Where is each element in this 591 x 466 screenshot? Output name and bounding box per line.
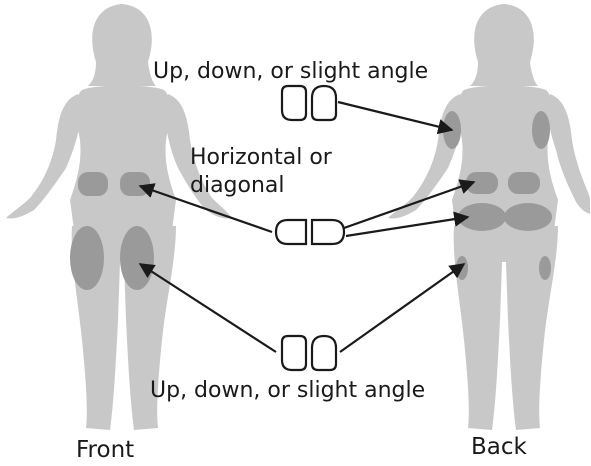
back-thigh-right-site bbox=[539, 256, 551, 280]
upper-orientation-label: Up, down, or slight angle bbox=[153, 59, 428, 84]
back-buttock-right-site bbox=[504, 203, 552, 231]
device-pair-vertical-icon bbox=[282, 86, 336, 120]
device-pair-horizontal-icon bbox=[276, 220, 344, 244]
front-abdomen-right-site bbox=[120, 172, 150, 196]
lower-orientation-label: Up, down, or slight angle bbox=[150, 378, 425, 403]
back-lower-back-right-site bbox=[508, 172, 540, 194]
device-pair-vertical-icon-lower bbox=[282, 336, 336, 370]
back-upper-arm-right-site bbox=[532, 111, 550, 149]
front-thigh-left-site bbox=[70, 226, 104, 290]
middle-orientation-label-line2: diagonal bbox=[190, 173, 285, 198]
front-thigh-right-site bbox=[120, 226, 154, 290]
front-abdomen-left-site bbox=[78, 172, 108, 196]
arrow-to-back-upper-arm bbox=[338, 102, 452, 130]
back-view-label: Back bbox=[471, 434, 528, 460]
arrow-to-back-thigh bbox=[340, 264, 464, 352]
middle-orientation-label-line1: Horizontal or bbox=[190, 145, 333, 170]
front-view-label: Front bbox=[76, 437, 134, 463]
